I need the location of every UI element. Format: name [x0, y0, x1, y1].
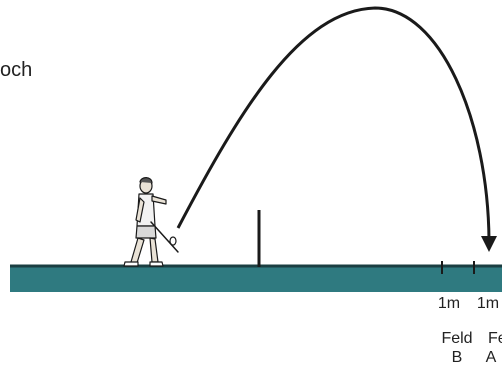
height-label: och: [0, 59, 32, 81]
field-a-label-bottom: A: [486, 349, 497, 366]
distance-label-a: 1m: [477, 295, 499, 312]
field-a-label-top: Feld: [488, 330, 502, 347]
ground-strip: [10, 266, 502, 292]
arrow-down-icon: [481, 236, 497, 252]
field-b-label-top: Feld: [441, 330, 472, 347]
distance-label-b: 1m: [438, 295, 460, 312]
trajectory-curve: [178, 8, 489, 240]
field-b-label-bottom: B: [452, 349, 463, 366]
person-throwing-icon: [124, 178, 178, 266]
